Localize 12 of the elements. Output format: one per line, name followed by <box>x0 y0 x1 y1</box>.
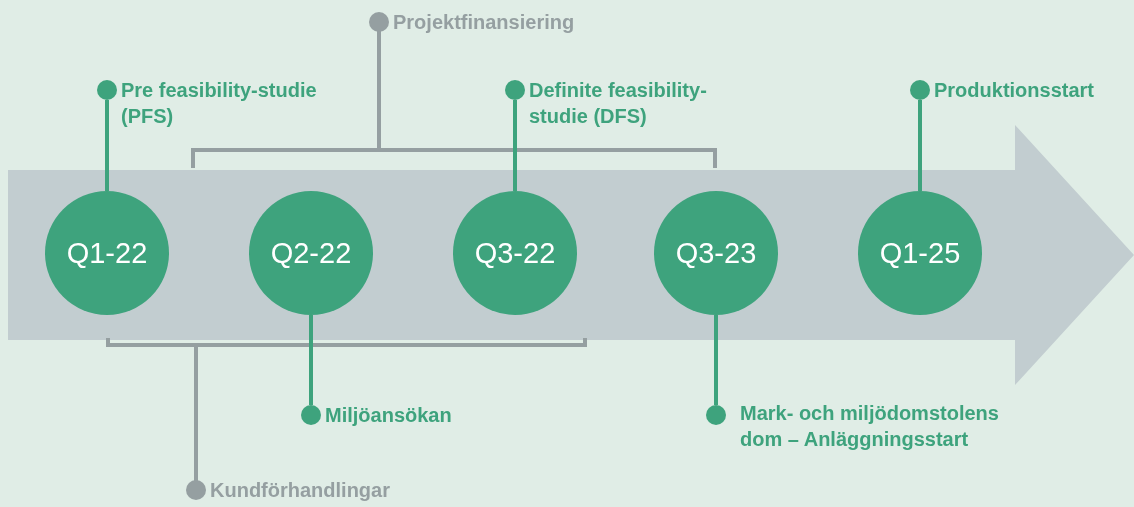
milestone-label: Mark- och miljödomstolens dom – Anläggningsstart <box>740 401 1000 452</box>
milestone-label: Projektfinansiering <box>393 10 576 35</box>
milestone-label: Definite feasibility-studie (DFS) <box>529 78 708 129</box>
connector-line <box>714 315 718 405</box>
connector-line <box>513 100 517 191</box>
milestone-label: Kundförhandlingar <box>210 478 391 503</box>
milestone-label: Pre feasibility-studie (PFS) <box>121 78 318 129</box>
connector-line <box>309 315 313 405</box>
connector-line <box>105 100 109 191</box>
milestone-label: Produktionsstart <box>934 78 1096 103</box>
milestone-label: Miljöansökan <box>325 403 453 428</box>
connector-line <box>918 100 922 191</box>
